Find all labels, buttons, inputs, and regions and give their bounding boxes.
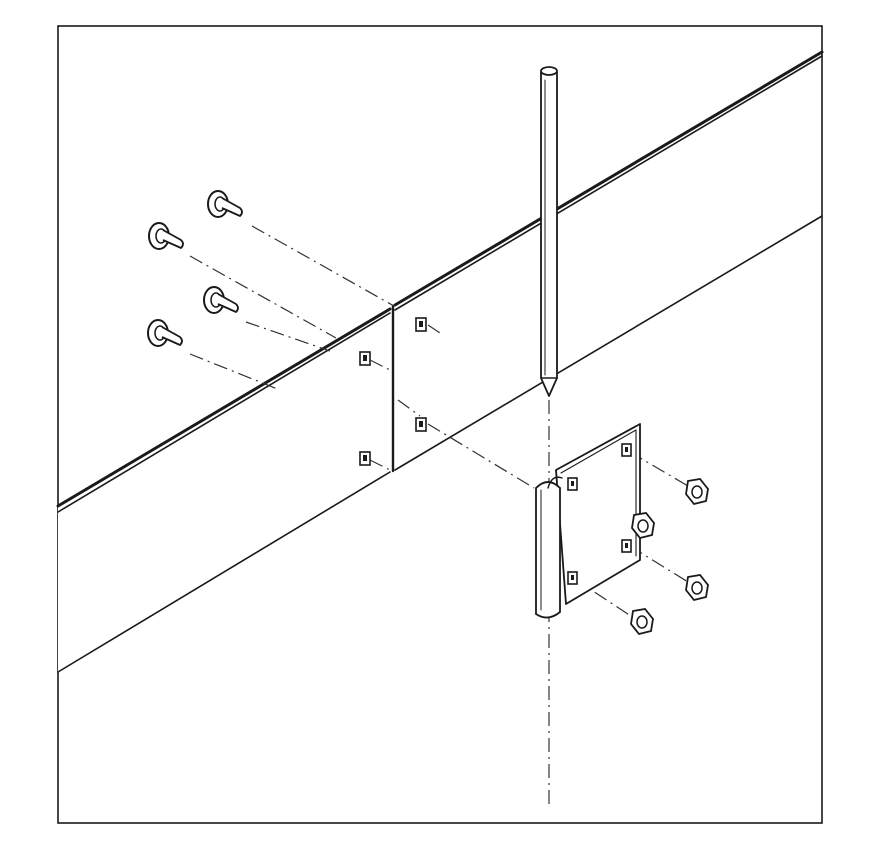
square-bolt-hole — [415, 317, 427, 332]
diagram-frame — [57, 25, 823, 824]
panel-bolt-holes — [359, 317, 427, 466]
edging-panel-left — [56, 307, 392, 673]
hex-nut — [685, 478, 709, 506]
square-bolt-hole — [359, 351, 371, 366]
hex-nut — [631, 512, 655, 540]
stake-bracket-plate — [535, 423, 641, 619]
carriage-bolt — [207, 190, 243, 218]
carriage-bolt — [148, 222, 184, 250]
alignment-lines-bolts — [189, 225, 441, 471]
hex-nut — [685, 574, 709, 602]
hex-nut — [630, 608, 654, 636]
ground-stake — [540, 66, 558, 397]
square-bolt-hole — [567, 477, 578, 491]
square-bolt-hole — [621, 539, 632, 553]
carriage-bolt — [147, 319, 183, 347]
square-bolt-hole — [567, 571, 578, 585]
square-bolt-hole — [415, 417, 427, 432]
square-bolt-hole — [359, 451, 371, 466]
carriage-bolt — [203, 286, 239, 314]
square-bolt-hole — [621, 443, 632, 457]
edging-panel-right — [393, 50, 824, 471]
